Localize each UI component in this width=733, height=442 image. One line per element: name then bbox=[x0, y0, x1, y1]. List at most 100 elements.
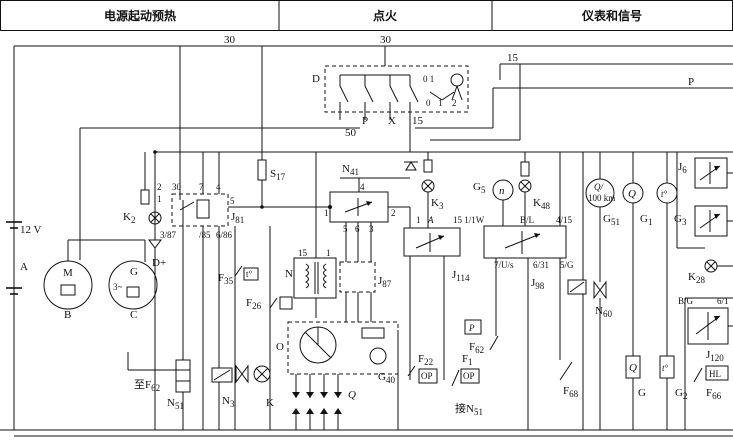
j98-p5g: 5/G bbox=[560, 260, 574, 270]
g-sender-label: G bbox=[638, 387, 646, 399]
g51-line2: 100 km bbox=[588, 193, 615, 203]
f1-label: F1 bbox=[462, 353, 473, 367]
hall-sensor-icon bbox=[369, 347, 387, 365]
g1-label: G1 bbox=[640, 213, 652, 227]
section-ignition-label: 点火 bbox=[373, 8, 398, 23]
ignition-switch: D 0 1 0 1 2 50 P X 15 bbox=[312, 46, 469, 152]
section-power-label: 电源起动预热 bbox=[104, 8, 176, 23]
key-icon bbox=[450, 73, 464, 87]
alternator-icon bbox=[108, 260, 158, 310]
module-j87: J87 bbox=[339, 261, 392, 322]
gauge-g51: Q/ 100 km G51 bbox=[585, 152, 620, 282]
f22-label: F22 bbox=[418, 353, 433, 367]
g2-glyph: t° bbox=[662, 363, 669, 373]
section-instruments-label: 仪表和信号 bbox=[581, 8, 642, 23]
g5-label: G5 bbox=[473, 181, 486, 195]
k2-label: K2 bbox=[123, 211, 135, 225]
tachometer-g5: n G5 bbox=[473, 179, 514, 228]
j81-p5: 5 bbox=[230, 196, 235, 206]
switch-out-50: 50 bbox=[345, 127, 357, 139]
heater-n51: N51 至F62 bbox=[127, 200, 191, 430]
f22-glyph: OP bbox=[421, 371, 433, 381]
f62-label: F62 bbox=[469, 341, 484, 355]
j114-p1: 1 bbox=[416, 215, 421, 225]
switch-f66: HL F66 bbox=[693, 365, 729, 401]
j120-p6: 6/1 bbox=[717, 296, 729, 306]
sender-g2: t° G2 bbox=[659, 355, 687, 430]
starter-name-label: B bbox=[64, 309, 71, 321]
indicator-k48: K48 bbox=[518, 152, 550, 228]
n3-label: N3 bbox=[222, 395, 235, 409]
switch-pos-1: 1 bbox=[438, 98, 443, 108]
rail-30-left-label: 30 bbox=[224, 34, 236, 46]
ignition-coil: N 15 1 bbox=[285, 152, 337, 318]
n41-p2: 2 bbox=[391, 208, 396, 218]
g5-glyph: n bbox=[499, 185, 505, 197]
switch-f26: F26 bbox=[246, 226, 293, 430]
j81-p85: /85 bbox=[199, 230, 211, 240]
j81-label: J81 bbox=[231, 211, 244, 225]
fuse-s17: S17 bbox=[257, 159, 286, 207]
battery-voltage-label: 12 V bbox=[20, 224, 42, 236]
f1-glyph: OP bbox=[463, 371, 475, 381]
j98-label: J98 bbox=[531, 277, 545, 291]
switched-wiring bbox=[79, 46, 733, 430]
switch-out-x: X bbox=[388, 115, 396, 127]
indicator-k3: K3 bbox=[404, 152, 444, 228]
alternator-dplus-label: D+ bbox=[152, 257, 166, 269]
rail-30-ign-label: 30 bbox=[380, 34, 392, 46]
charge-lamp: K2 2 1 3/87 bbox=[123, 152, 177, 249]
alternator: G 3~ C D+ bbox=[108, 240, 166, 321]
coil-p1: 1 bbox=[326, 248, 331, 258]
j114-pa: A bbox=[427, 215, 434, 225]
k3-label: K3 bbox=[431, 197, 444, 211]
alternator-phase: 3~ bbox=[113, 282, 123, 292]
k2-pin-1: 1 bbox=[157, 194, 162, 204]
f26-label: F26 bbox=[246, 297, 262, 311]
battery: 12 V A bbox=[6, 215, 42, 295]
switch-f62: P F62 bbox=[464, 256, 499, 355]
alternator-name-label: C bbox=[130, 309, 137, 321]
f35-label: F35 bbox=[218, 272, 234, 286]
f68-label: F68 bbox=[563, 385, 579, 399]
g40-label: G40 bbox=[378, 371, 395, 385]
supply-rails: 30 30 15 P bbox=[0, 34, 733, 437]
j120-label: J120 bbox=[706, 349, 724, 363]
j81-p30: 30 bbox=[172, 182, 182, 192]
fuse-icon bbox=[257, 159, 267, 181]
distributor-output-label: Q bbox=[348, 389, 356, 401]
g1-glyph: Q bbox=[628, 188, 636, 200]
battery-name-label: A bbox=[20, 261, 28, 273]
f1-note: 接N51 bbox=[455, 402, 483, 417]
control-unit-j114: 1 A J114 bbox=[403, 215, 470, 380]
coil-p15: 15 bbox=[298, 248, 308, 258]
sender-g: Q G bbox=[625, 355, 646, 430]
j81-p686: 6/86 bbox=[216, 230, 233, 240]
indicator-k28: K28 bbox=[688, 259, 733, 285]
f66-label: F66 bbox=[706, 387, 722, 401]
g51-label: G51 bbox=[603, 213, 620, 227]
g2-label: G2 bbox=[675, 387, 687, 401]
s17-label: S17 bbox=[270, 168, 286, 182]
j98-p7us: 7/U/s bbox=[494, 260, 514, 270]
control-unit-j120: B/G 6/1 J120 bbox=[678, 296, 733, 430]
k2-term: 3/87 bbox=[160, 230, 177, 240]
oil-switch-f1: OP F1 接N51 bbox=[451, 353, 483, 417]
switch-out-15: 15 bbox=[412, 115, 424, 127]
j98-p15-1w: 15 1/1W bbox=[453, 215, 485, 225]
j98-p631: 6/31 bbox=[533, 260, 549, 270]
rail-p-label: P bbox=[688, 76, 694, 88]
temp-gauge-g3: t° G3 bbox=[656, 152, 687, 356]
f62-glyph: P bbox=[468, 323, 475, 333]
k48-label: K48 bbox=[533, 197, 550, 211]
f66-glyph: HL bbox=[709, 369, 721, 379]
n51-note: 至F62 bbox=[134, 379, 160, 393]
k-lamp-label: K bbox=[266, 397, 274, 409]
n60-label: N60 bbox=[595, 305, 612, 319]
fuel-gauge-g1: Q G1 bbox=[622, 152, 652, 356]
g51-line1: Q/ bbox=[594, 182, 604, 192]
j87-label: J87 bbox=[378, 275, 392, 289]
switch-pos-2: 2 bbox=[452, 98, 457, 108]
n41-p1: 1 bbox=[324, 208, 329, 218]
charge-lamp-icon bbox=[148, 211, 162, 225]
